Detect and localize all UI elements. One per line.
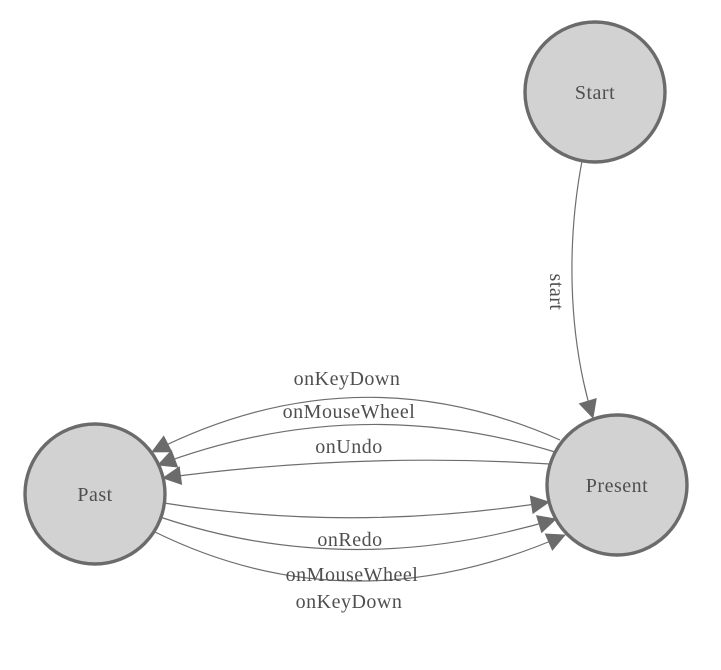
edge-label-onkeydown-top: onKeyDown bbox=[294, 368, 401, 390]
edge-start-to-present bbox=[571, 160, 597, 419]
edge-label-onundo: onUndo bbox=[315, 436, 382, 458]
edge-label-onmousewheel-top: onMouseWheel bbox=[283, 401, 416, 423]
edge-present-to-past-onkeydown bbox=[151, 396, 561, 453]
state-node-present bbox=[545, 413, 689, 557]
edge-past-to-present-onmousewheel bbox=[159, 515, 557, 551]
edge-label-onkeydown-bottom: onKeyDown bbox=[296, 591, 403, 613]
state-node-labels: Start Past Present bbox=[77, 82, 648, 506]
state-label-past: Past bbox=[77, 484, 112, 506]
transition-labels: start onKeyDown onMouseWheel onUndo onRe… bbox=[283, 274, 567, 613]
edge-label-onredo: onRedo bbox=[317, 529, 382, 551]
edge-present-to-past-onmousewheel bbox=[157, 423, 556, 468]
edge-label-start: start bbox=[545, 274, 567, 311]
state-label-present: Present bbox=[586, 475, 648, 497]
edge-label-onmousewheel-bottom: onMouseWheel bbox=[286, 564, 419, 586]
state-label-start: Start bbox=[575, 82, 615, 104]
state-node-past bbox=[23, 422, 167, 566]
state-nodes bbox=[23, 20, 689, 566]
edge-past-to-present-onredo bbox=[163, 495, 550, 519]
state-node-start bbox=[523, 20, 667, 164]
transition-edges bbox=[151, 160, 597, 582]
edge-past-to-present-onkeydown bbox=[152, 530, 566, 582]
edge-present-to-past-onundo bbox=[162, 459, 551, 485]
